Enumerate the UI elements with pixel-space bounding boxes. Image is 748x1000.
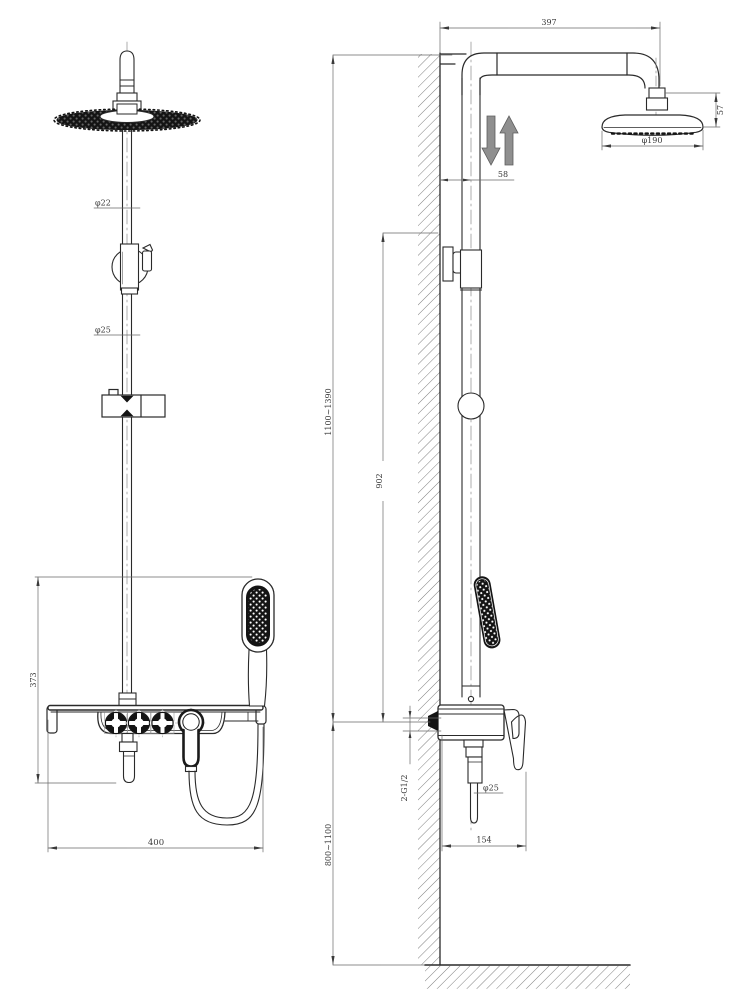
front-spout — [118, 732, 138, 784]
dim-side-inlet-thread: 2-G1/2 — [400, 705, 442, 802]
side-handheld-shower[interactable] — [472, 575, 501, 650]
dim-side-902: 902 — [375, 232, 439, 723]
dim-label-400: 400 — [148, 838, 164, 848]
knob-3[interactable] — [148, 708, 177, 738]
mixer-handle-lever[interactable] — [503, 708, 527, 771]
side-wall-bracket — [442, 246, 483, 291]
dim-front-373: 373 — [29, 576, 253, 784]
dim-side-397: 397 — [439, 18, 661, 87]
dim-front-lower-pipe: φ25 — [93, 326, 141, 336]
dim-side-spout-dia: φ25 — [473, 784, 504, 794]
dim-label-1100-1390: 1100~1390 — [324, 388, 333, 435]
front-wall-bracket — [111, 243, 154, 295]
dim-label-397: 397 — [541, 18, 556, 27]
dim-side-154: 154 — [441, 734, 527, 852]
dim-label-800-1100: 800~1100 — [324, 824, 333, 866]
side-rain-shower-head — [601, 57, 704, 136]
front-control-knobs[interactable] — [101, 708, 177, 738]
knob-2[interactable] — [124, 708, 154, 738]
dim-label-phi190: φ190 — [642, 136, 663, 145]
side-spout-stack — [463, 739, 484, 824]
front-slider-bracket — [101, 388, 166, 418]
floor-section — [332, 964, 631, 989]
dim-front-400: 400 — [47, 719, 264, 853]
dim-label-phi25-front: φ25 — [95, 326, 111, 335]
dim-label-2-g12: 2-G1/2 — [400, 774, 409, 801]
front-handheld-shower[interactable] — [241, 578, 275, 707]
wall-section — [418, 52, 441, 966]
riser-ball-joint — [457, 392, 485, 420]
dim-label-58: 58 — [498, 170, 508, 179]
dim-side-height-ranges: 1100~1390 800~1100 — [324, 54, 453, 966]
dim-label-373: 373 — [29, 672, 38, 687]
side-view: 397 57 φ190 58 — [324, 18, 725, 989]
height-adjust-arrows — [481, 115, 519, 166]
side-overhead-arm — [439, 52, 660, 96]
front-view: φ22 φ25 373 400 — [29, 41, 275, 853]
arrow-down-icon — [481, 115, 501, 166]
dim-label-57: 57 — [716, 105, 725, 115]
dim-label-phi22: φ22 — [95, 199, 111, 208]
front-handshower-holder[interactable] — [176, 707, 206, 771]
front-head-connector — [112, 50, 142, 111]
dim-side-57: 57 — [665, 92, 725, 128]
front-pipe-collar — [118, 692, 137, 707]
dim-side-58: 58 — [439, 170, 515, 182]
dim-label-154: 154 — [476, 836, 491, 845]
dim-side-phi190: φ190 — [601, 129, 704, 151]
dim-label-902: 902 — [375, 473, 384, 488]
arrow-up-icon — [499, 115, 519, 166]
side-mixer-body — [428, 685, 527, 771]
knob-1[interactable] — [101, 708, 131, 738]
dim-label-phi25-side: φ25 — [483, 784, 499, 793]
dim-front-upper-pipe: φ22 — [93, 199, 141, 209]
front-rain-shower-head — [53, 103, 201, 132]
front-shower-hose — [184, 723, 265, 826]
